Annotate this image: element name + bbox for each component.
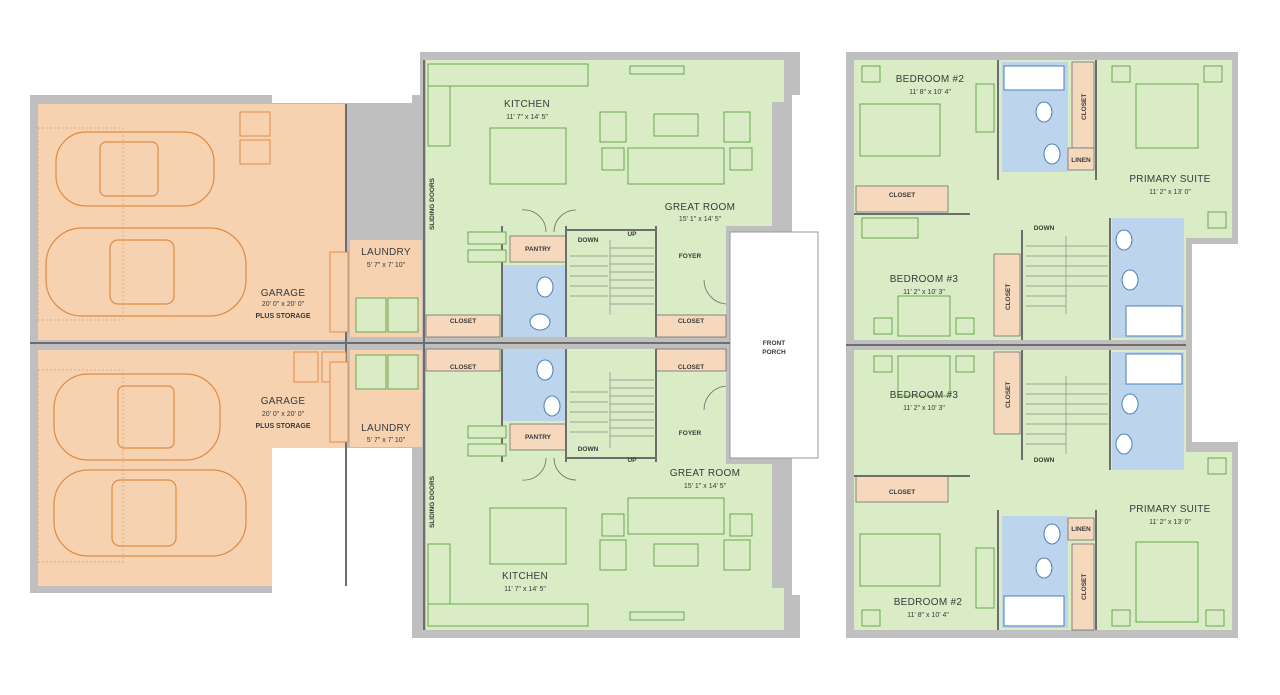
primary-bottom-dims: 11' 2" x 13' 0" bbox=[1149, 519, 1191, 526]
front-porch bbox=[729, 231, 819, 459]
closet-bed2-bottom: CLOSET bbox=[889, 489, 915, 496]
closet-primary-top: CLOSET bbox=[1081, 94, 1088, 120]
garage-bottom-name: GARAGE bbox=[261, 396, 306, 407]
bedroom2-top-dims: 11' 8" x 10' 4" bbox=[909, 89, 951, 96]
second-floor-plan: BEDROOM #2 11' 8" x 10' 4" BEDROOM #3 11… bbox=[846, 52, 1242, 638]
primary-bottom-name: PRIMARY SUITE bbox=[1129, 504, 1210, 515]
front-porch-line1: FRONT bbox=[763, 340, 785, 347]
first-floor-top-labels: GARAGE 20' 0" x 20' 0" PLUS STORAGE LAUN… bbox=[255, 99, 735, 325]
laundry-bottom-dims: 5' 7" x 7' 10" bbox=[367, 437, 406, 444]
bedroom3-bottom-dims: 11' 2" x 10' 3" bbox=[903, 405, 945, 412]
primary-top-name: PRIMARY SUITE bbox=[1129, 174, 1210, 185]
closet-bed3-bottom: CLOSET bbox=[1005, 382, 1012, 408]
stairs-top-up: UP bbox=[627, 231, 637, 238]
stairs-2f-top-down: DOWN bbox=[1034, 225, 1055, 232]
closet-bottom-left: CLOSET bbox=[450, 364, 476, 371]
linen-bottom: LINEN bbox=[1071, 526, 1091, 533]
front-porch-line2: PORCH bbox=[762, 349, 786, 356]
closet-top-right: CLOSET bbox=[678, 318, 704, 325]
garage-top-extra: PLUS STORAGE bbox=[255, 313, 310, 320]
pantry-bottom-label: PANTRY bbox=[525, 434, 552, 441]
laundry-top-dims: 5' 7" x 7' 10" bbox=[367, 262, 406, 269]
kitchen-bottom-dims: 11' 7" x 14' 5" bbox=[504, 586, 546, 593]
closet-bed3-top: CLOSET bbox=[1005, 284, 1012, 310]
stairs-top-down: DOWN bbox=[578, 237, 599, 244]
pantry-top-label: PANTRY bbox=[525, 246, 552, 253]
stairs-bottom-down: DOWN bbox=[578, 446, 599, 453]
sliding-doors-bottom: SLIDING DOORS bbox=[429, 475, 436, 528]
primary-top-dims: 11' 2" x 13' 0" bbox=[1149, 189, 1191, 196]
great-room-bottom-dims: 15' 1" x 14' 5" bbox=[684, 483, 727, 490]
kitchen-top-name: KITCHEN bbox=[504, 99, 550, 110]
closet-top-left: CLOSET bbox=[450, 318, 476, 325]
first-floor-bottom-labels: GARAGE 20' 0" x 20' 0" PLUS STORAGE LAUN… bbox=[255, 364, 740, 593]
stairs-2f-bottom-down: DOWN bbox=[1034, 457, 1055, 464]
garage-top-name: GARAGE bbox=[261, 288, 306, 299]
second-floor-top-labels: BEDROOM #2 11' 8" x 10' 4" BEDROOM #3 11… bbox=[889, 74, 1211, 310]
linen-top: LINEN bbox=[1071, 157, 1091, 164]
bedroom2-top-name: BEDROOM #2 bbox=[896, 74, 965, 85]
second-floor-bottom-labels: BEDROOM #3 11' 2" x 10' 3" BEDROOM #2 11… bbox=[889, 382, 1211, 619]
great-room-top-dims: 15' 1" x 14' 5" bbox=[679, 216, 722, 223]
stairs-bottom-up: UP bbox=[627, 457, 637, 464]
bedroom2-bottom-name: BEDROOM #2 bbox=[894, 597, 963, 608]
bedroom3-bottom-name: BEDROOM #3 bbox=[890, 390, 959, 401]
garage-top-dims: 20' 0" x 20' 0" bbox=[262, 301, 305, 308]
kitchen-bottom-name: KITCHEN bbox=[502, 571, 548, 582]
great-room-top-name: GREAT ROOM bbox=[665, 202, 735, 213]
laundry-top-name: LAUNDRY bbox=[361, 247, 411, 258]
foyer-bottom-label: FOYER bbox=[679, 430, 702, 437]
sliding-doors-top: SLIDING DOORS bbox=[429, 177, 436, 230]
bedroom3-top-dims: 11' 2" x 10' 3" bbox=[903, 289, 945, 296]
laundry-bottom-name: LAUNDRY bbox=[361, 423, 411, 434]
closet-bottom-right: CLOSET bbox=[678, 364, 704, 371]
first-floor-plan: GARAGE 20' 0" x 20' 0" PLUS STORAGE LAUN… bbox=[30, 52, 819, 638]
foyer-top-label: FOYER bbox=[679, 253, 702, 260]
bedroom3-top-name: BEDROOM #3 bbox=[890, 274, 959, 285]
bedroom2-bottom-dims: 11' 8" x 10' 4" bbox=[907, 612, 949, 619]
great-room-bottom-name: GREAT ROOM bbox=[670, 468, 740, 479]
garage-bottom-extra: PLUS STORAGE bbox=[255, 423, 310, 430]
kitchen-top-dims: 11' 7" x 14' 5" bbox=[506, 114, 548, 121]
closet-bed2-top: CLOSET bbox=[889, 192, 915, 199]
closet-primary-bottom: CLOSET bbox=[1081, 574, 1088, 600]
garage-bottom-dims: 20' 0" x 20' 0" bbox=[262, 411, 305, 418]
car-shapes bbox=[45, 131, 247, 557]
